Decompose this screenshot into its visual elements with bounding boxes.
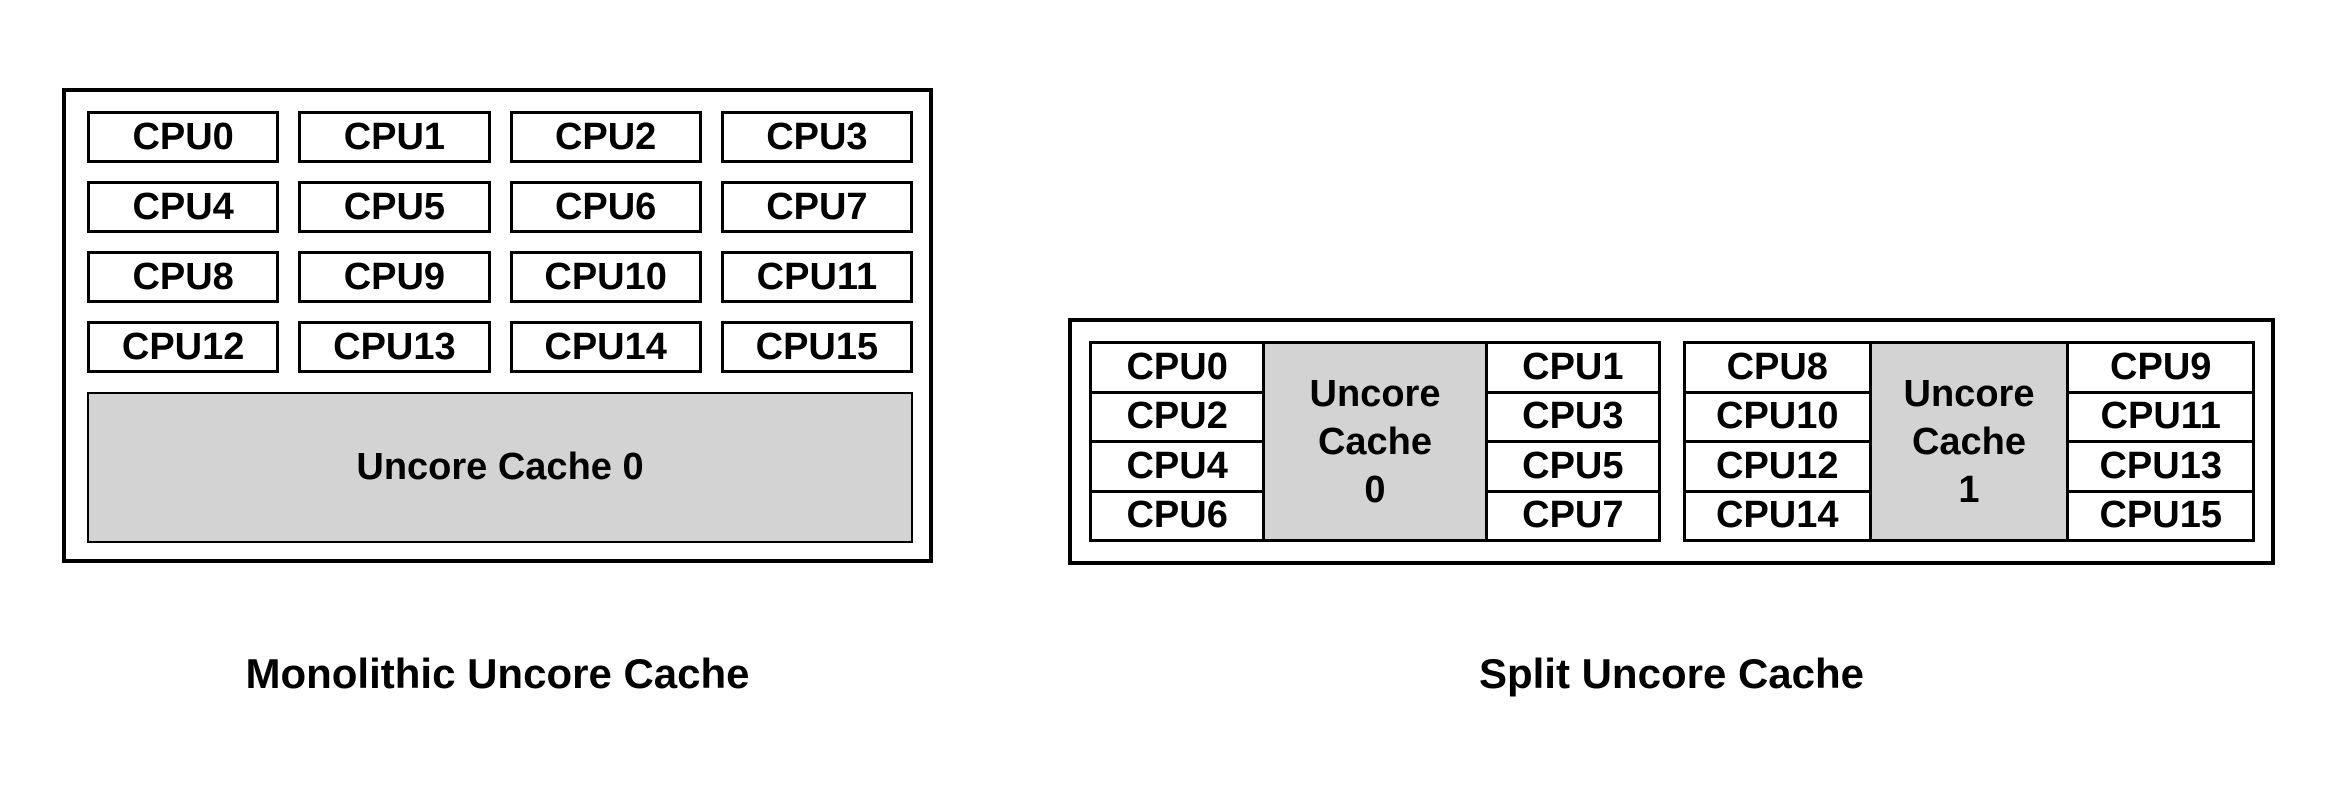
monolithic-caption: Monolithic Uncore Cache [245,650,750,697]
uncore-cache-0-cell: Uncore Cache 0 [1262,341,1488,542]
cpu-box-5: CPU5 [298,181,491,233]
cpu-cell-cpu10: CPU10 [1683,390,1872,443]
cpu-box-15: CPU15 [720,321,913,373]
uncore-cache-1-line-2: 1 [1958,468,1980,511]
split-group-0-row-0: CPU0 Uncore Cache 0 CPU1 [1088,341,1662,542]
cpu-box-4: CPU4 [87,181,280,233]
cpu-box-11: CPU11 [720,251,913,303]
uncore-cache-0-box: Uncore Cache 0 [87,392,913,543]
monolithic-cpu-grid: CPU0 CPU1 CPU2 CPU3 CPU4 CPU5 CPU6 CPU7 … [87,111,913,373]
cpu-box-6: CPU6 [509,181,702,233]
cpu-box-8: CPU8 [87,251,280,303]
uncore-cache-0-line-1: Cache [1317,420,1433,463]
cpu-cell-cpu4: CPU4 [1088,440,1266,493]
uncore-cache-1-line-0: Uncore [1903,372,2035,415]
split-group-1-row-2: CPU12 CPU13 [1683,440,2255,493]
split-caption: Split Uncore Cache [1478,650,1865,697]
cpu-box-13: CPU13 [298,321,491,373]
cpu-box-3: CPU3 [720,111,913,163]
split-group-0-row-1: CPU2 CPU3 [1088,390,1662,443]
cpu-box-9: CPU9 [298,251,491,303]
cpu-cell-cpu7: CPU7 [1484,489,1662,542]
cpu-cell-cpu1: CPU1 [1484,341,1662,394]
split-group-0: CPU0 Uncore Cache 0 CPU1 CPU2 CPU3 CPU4 … [1088,341,1662,542]
cpu-box-0: CPU0 [87,111,280,163]
monolithic-diagram: CPU0 CPU1 CPU2 CPU3 CPU4 CPU5 CPU6 CPU7 … [62,88,933,563]
cpu-cell-cpu8: CPU8 [1683,341,1872,394]
split-group-1: CPU8 Uncore Cache 1 CPU9 CPU10 CPU11 CPU… [1683,341,2255,542]
split-group-0-row-2: CPU4 CPU5 [1088,440,1662,493]
cpu-cell-cpu14: CPU14 [1683,489,1872,542]
cpu-cell-cpu6: CPU6 [1088,489,1266,542]
split-group-0-row-3: CPU6 CPU7 [1088,489,1662,542]
cpu-cell-cpu9: CPU9 [2066,341,2255,394]
cpu-cell-cpu0: CPU0 [1088,341,1266,394]
uncore-cache-1-cell: Uncore Cache 1 [1868,341,2070,542]
split-group-1-row-1: CPU10 CPU11 [1683,390,2255,443]
cpu-cell-cpu3: CPU3 [1484,390,1662,443]
cpu-box-1: CPU1 [298,111,491,163]
cpu-cell-cpu11: CPU11 [2066,390,2255,443]
cpu-cell-cpu12: CPU12 [1683,440,1872,493]
cpu-cell-cpu5: CPU5 [1484,440,1662,493]
split-group-1-row-0: CPU8 Uncore Cache 1 CPU9 [1683,341,2255,542]
cpu-cell-cpu15: CPU15 [2066,489,2255,542]
cpu-cell-cpu2: CPU2 [1088,390,1266,443]
cpu-box-10: CPU10 [509,251,702,303]
cpu-box-7: CPU7 [720,181,913,233]
uncore-cache-1-line-1: Cache [1911,420,2027,463]
cpu-box-2: CPU2 [509,111,702,163]
uncore-cache-0-line-0: Uncore [1309,372,1441,415]
split-group-1-row-3: CPU14 CPU15 [1683,489,2255,542]
uncore-cache-0-line-2: 0 [1364,468,1386,511]
cpu-box-12: CPU12 [87,321,280,373]
split-diagram: CPU0 Uncore Cache 0 CPU1 CPU2 CPU3 CPU4 … [1068,318,2275,565]
cpu-cell-cpu13: CPU13 [2066,440,2255,493]
cpu-box-14: CPU14 [509,321,702,373]
